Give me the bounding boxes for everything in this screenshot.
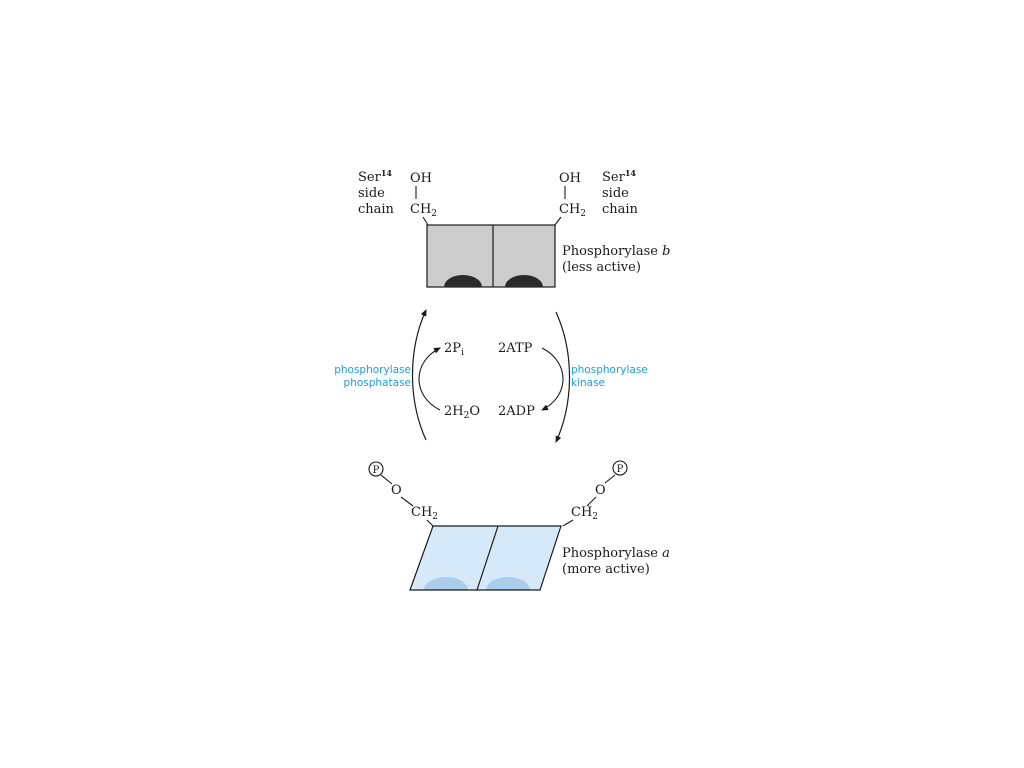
svg-text:P: P: [373, 465, 380, 476]
svg-text:Phosphorylase b: Phosphorylase b: [562, 244, 670, 259]
water-to-pi-arrow: [418, 347, 441, 411]
dephosphorylation-arrow: [411, 309, 427, 441]
active-site-left: [444, 275, 482, 287]
phosphate-circle-left: [368, 461, 384, 477]
svg-text:(more active): (more active): [562, 562, 650, 577]
phosphorylase-phosphatase-label: phosphorylase phosphatase: [334, 364, 411, 389]
phosphorylase-kinase-label: phosphorylase kinase: [571, 364, 648, 389]
phosphorylation-arrow: [555, 311, 571, 443]
atp-to-adp-arrow: [541, 347, 564, 411]
svg-text:kinase: kinase: [571, 377, 605, 389]
phosphorylase-b-body: [426, 224, 556, 288]
svg-text:OH: OH: [410, 171, 432, 186]
svg-text:CH2: CH2: [411, 505, 438, 522]
atp-label: 2ATP: [498, 341, 533, 356]
active-site-a-left: [424, 577, 468, 590]
left-serine-hydroxyl: OH CH2: [410, 171, 437, 226]
right-serine-hydroxyl: OH CH2: [554, 171, 586, 226]
active-site-right: [505, 275, 543, 287]
pi-product-label: 2Pi: [444, 341, 464, 358]
svg-text:CH2: CH2: [410, 202, 437, 219]
svg-text:CH2: CH2: [571, 505, 598, 522]
svg-text:chain: chain: [358, 202, 395, 217]
right-phosphoserine: P O CH2: [562, 460, 628, 527]
adp-label: 2ADP: [498, 404, 535, 419]
svg-text:O: O: [391, 483, 402, 498]
ser14-right-label: Ser14 side chain: [602, 168, 639, 217]
subunit-divider-a: [476, 525, 499, 591]
ser14-left-label: Ser14 side chain: [358, 168, 395, 217]
svg-text:OH: OH: [559, 171, 581, 186]
phosphorylase-a-body: [410, 526, 561, 590]
svg-text:O: O: [595, 483, 606, 498]
phosphate-circle-right: [612, 460, 628, 476]
active-site-a-right: [486, 577, 530, 590]
svg-text:phosphatase: phosphatase: [344, 377, 411, 389]
svg-text:side: side: [602, 186, 629, 201]
svg-text:CH2: CH2: [559, 202, 586, 219]
phosphorylase-a-label: Phosphorylase a (more active): [562, 546, 670, 577]
svg-text:P: P: [617, 464, 624, 475]
svg-text:(less active): (less active): [562, 260, 641, 275]
svg-text:chain: chain: [602, 202, 639, 217]
left-phosphoserine: P O CH2: [368, 461, 438, 527]
water-label: 2H2O: [444, 404, 480, 421]
svg-text:phosphorylase: phosphorylase: [334, 364, 411, 376]
svg-text:side: side: [358, 186, 385, 201]
phosphorylase-b-dimer: [426, 224, 556, 288]
svg-text:Phosphorylase a: Phosphorylase a: [562, 546, 670, 561]
svg-text:Ser14: Ser14: [602, 168, 636, 185]
phosphorylase-a-dimer: [409, 525, 562, 591]
svg-text:Ser14: Ser14: [358, 168, 392, 185]
phosphorylase-b-label: Phosphorylase b (less active): [562, 244, 670, 275]
svg-text:phosphorylase: phosphorylase: [571, 364, 648, 376]
